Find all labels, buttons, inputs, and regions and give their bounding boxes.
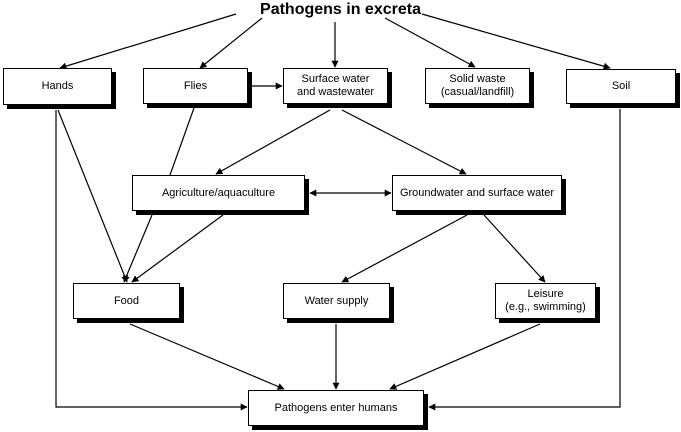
- node-leisure: Leisure (e.g., swimming): [495, 283, 596, 319]
- node-soil-label: Soil: [611, 80, 631, 92]
- node-soil: Soil: [566, 69, 676, 104]
- edge-title-flies: [199, 17, 263, 69]
- node-flies-label: Flies: [183, 79, 208, 92]
- edge-title-hands: [59, 13, 237, 70]
- edge-hands-pathogens-enter: [55, 110, 248, 411]
- node-leisure-label: Leisure (e.g., swimming): [505, 288, 586, 313]
- node-hands-label: Hands: [41, 80, 74, 92]
- node-solid-waste: Solid waste (casual/landfill): [425, 68, 530, 104]
- edge-leisure-pathogens-enter: [389, 323, 541, 390]
- diagram-title: Pathogens in excreta: [260, 1, 421, 18]
- edge-surface-water-groundwater: [341, 109, 467, 175]
- edge-title-solid-waste: [384, 17, 476, 68]
- edge-surface-water-agriculture: [215, 109, 331, 175]
- edge-flies-agriculture: [169, 107, 195, 176]
- node-pathogens-enter: Pathogens enter humans: [248, 390, 424, 426]
- edge-agriculture-food-a: [123, 214, 153, 283]
- node-agriculture: Agriculture/aquaculture: [132, 175, 305, 211]
- node-surface-water-label: Surface water and wastewater: [296, 73, 375, 98]
- node-flies: Flies: [143, 68, 248, 104]
- edge-soil-pathogens-enter: [428, 109, 621, 411]
- edge-groundwater-leisure: [483, 214, 546, 283]
- edge-food-pathogens-enter: [129, 323, 285, 390]
- node-groundwater: Groundwater and surface water: [392, 175, 562, 211]
- node-groundwater-label: Groundwater and surface water: [399, 186, 555, 199]
- edge-agriculture-food-b: [131, 214, 224, 283]
- edge-title-soil: [421, 13, 611, 70]
- node-surface-water: Surface water and wastewater: [283, 68, 388, 104]
- node-agriculture-label: Agriculture/aquaculture: [161, 186, 276, 199]
- node-hands: Hands: [3, 68, 112, 105]
- node-pathogens-enter-label: Pathogens enter humans: [274, 401, 398, 414]
- node-water-supply-label: Water supply: [304, 294, 369, 307]
- edge-hands-food: [57, 109, 128, 283]
- node-water-supply: Water supply: [283, 283, 390, 319]
- node-food-label: Food: [113, 294, 140, 307]
- edge-groundwater-water-supply: [341, 214, 468, 283]
- node-food: Food: [73, 283, 180, 319]
- node-solid-waste-label: Solid waste (casual/landfill): [440, 73, 515, 98]
